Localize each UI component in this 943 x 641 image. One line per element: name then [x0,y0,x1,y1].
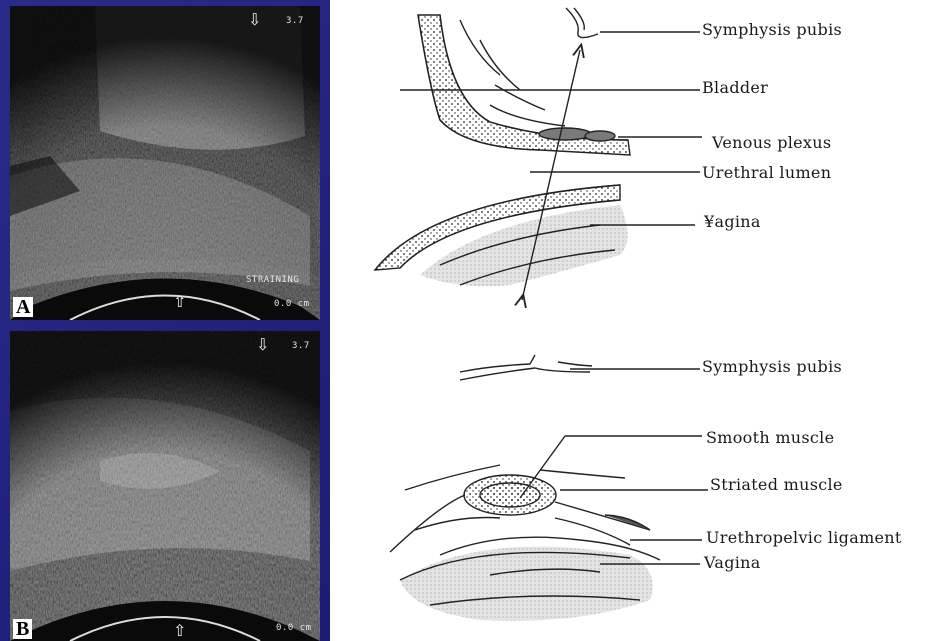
anatomy-drawing: Symphysis pubis Bladder Venous plexus Ur… [330,0,943,641]
probe-arrow-top-icon: ⇩ [256,337,269,353]
label-symphysis-pubis-bottom: Symphysis pubis [702,358,842,376]
ligament-fibers [605,515,650,530]
label-urethropelvic-ligament: Urethropelvic ligament [706,529,902,547]
label-smooth-muscle: Smooth muscle [706,429,834,447]
label-vagina-top: ¥agina [704,213,761,231]
panel-letter-a: A [13,297,33,317]
ultrasound-panel-b: ⇩ ⇧ 3.7 0.0 cm B [10,331,320,641]
probe-arrow-bottom-icon: ⇧ [173,623,186,639]
label-striated-muscle: Striated muscle [710,476,843,494]
symphysis-outline-top [566,8,598,38]
ultrasound-image-b [10,331,320,641]
venous-plexus [539,128,591,140]
label-vagina-bottom: Vagina [704,554,761,572]
vagina-shading [420,205,628,286]
probe-arrow-top-icon: ⇩ [248,12,261,28]
ultrasound-image-a [10,6,320,320]
panel-letter-b: B [13,619,32,639]
depth-marker: 3.7 [292,341,310,351]
label-symphysis-pubis-top: Symphysis pubis [702,21,842,39]
depth-marker: 3.7 [286,16,304,26]
probe-arrow-bottom-icon: ⇧ [173,294,186,310]
scale-label: 0.0 cm [276,623,312,633]
scale-label: 0.0 cm [274,299,310,309]
label-bladder: Bladder [702,79,768,97]
vagina-bottom-shading [400,547,653,621]
label-venous-plexus: Venous plexus [712,134,831,152]
label-urethral-lumen: Urethral lumen [702,164,831,182]
mode-label: STRAINING [246,275,299,285]
ultrasound-panel-a: ⇩ ⇧ 3.7 STRAINING 0.0 cm A [10,6,320,320]
